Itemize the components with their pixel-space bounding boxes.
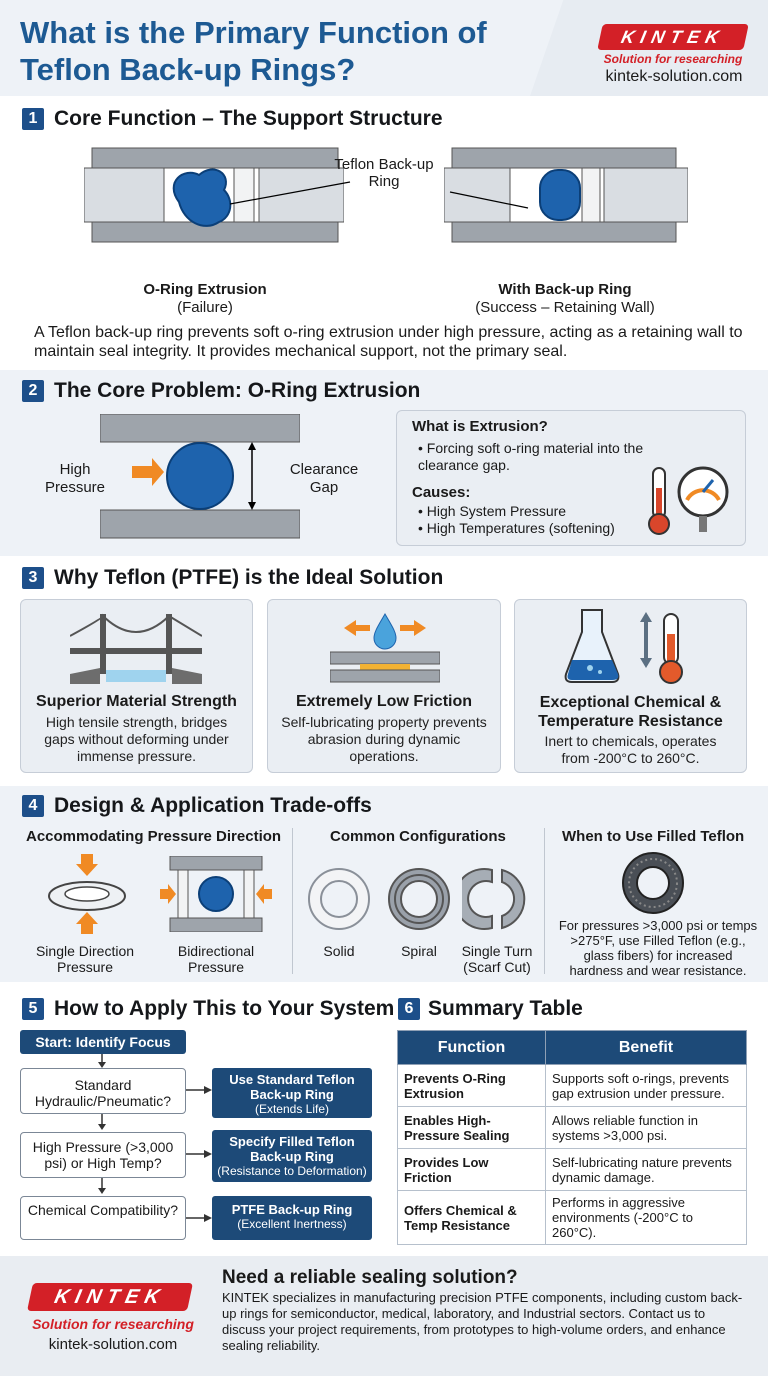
divider xyxy=(544,828,545,974)
callout-lines xyxy=(229,181,529,209)
direction-label: Single Direction Pressure xyxy=(35,943,135,975)
section-number: 6 xyxy=(398,998,420,1020)
feature-text: Inert to chemicals, operates from -200°C… xyxy=(544,733,717,766)
table-cell: Self-lubricating nature prevents dynamic… xyxy=(545,1148,747,1191)
column-title: Common Configurations xyxy=(330,828,506,845)
config-label: Single Turn (Scarf Cut) xyxy=(461,943,533,975)
table-row: Offers Chemical & Temp Resistance Perfor… xyxy=(397,1190,747,1245)
spiral-ring-icon xyxy=(388,868,450,930)
table-row: Prevents O-Ring Extrusion Supports soft … xyxy=(397,1064,747,1107)
flow-answer-sub: (Extends Life) xyxy=(254,1102,330,1116)
config-label: Solid xyxy=(323,943,355,959)
table-cell: Supports soft o-rings, prevents gap extr… xyxy=(545,1064,747,1107)
flask-thermometer-icon xyxy=(564,609,683,684)
single-direction-icon xyxy=(48,854,126,934)
section-title: Core Function – The Support Structure xyxy=(54,107,443,130)
section-number: 2 xyxy=(22,380,44,402)
callout-label: Teflon Back-up Ring xyxy=(334,156,434,190)
flow-answer: Use Standard Teflon Back-up Ring (Extend… xyxy=(212,1068,372,1118)
high-pressure-label: High Pressure xyxy=(44,461,106,496)
filled-teflon-ring-icon xyxy=(622,852,684,914)
table-row: Provides Low Friction Self-lubricating n… xyxy=(397,1148,747,1191)
cta-text: KINTEK specializes in manufacturing prec… xyxy=(222,1290,743,1353)
flow-question: High Pressure (>3,000 psi) or High Temp? xyxy=(20,1132,186,1178)
config-label: Spiral xyxy=(401,943,437,959)
feature-card-chemical xyxy=(514,599,747,773)
website-link[interactable]: kintek-solution.com xyxy=(605,68,743,85)
flow-connectors xyxy=(98,1054,212,1222)
table-cell: Provides Low Friction xyxy=(397,1148,546,1191)
backup-ring-diagram xyxy=(444,147,688,243)
causes-title: Causes: xyxy=(412,484,471,501)
flow-answer: Specify Filled Teflon Back-up Ring (Resi… xyxy=(212,1130,372,1182)
what-is-extrusion-text: • Forcing soft o-ring material into the … xyxy=(418,440,644,473)
logo-tagline: Solution for researching xyxy=(32,1316,194,1332)
flow-question: Standard Hydraulic/Pneumatic? xyxy=(20,1068,186,1114)
section-title: Summary Table xyxy=(428,997,583,1020)
column-title: Accommodating Pressure Direction xyxy=(26,828,282,845)
what-is-extrusion-title: What is Extrusion? xyxy=(412,418,548,435)
flow-answer-sub: (Excellent Inertness) xyxy=(237,1217,347,1231)
cta-title: Need a reliable sealing solution? xyxy=(222,1267,518,1288)
section-summary: A Teflon back-up ring prevents soft o-ri… xyxy=(34,324,743,360)
flow-answer-label: PTFE Back-up Ring xyxy=(231,1202,353,1217)
left-caption-title: O-Ring Extrusion xyxy=(143,281,267,298)
solid-ring-icon xyxy=(308,868,370,930)
flow-start: Start: Identify Focus xyxy=(20,1030,186,1054)
cause-item: • High System Pressure xyxy=(418,503,567,519)
table-header: Benefit xyxy=(545,1030,747,1065)
section-number: 5 xyxy=(22,998,44,1020)
thermometer-gauge-icon xyxy=(648,466,729,535)
table-row: Enables High-Pressure Sealing Allows rel… xyxy=(397,1106,747,1149)
scarf-cut-ring-icon xyxy=(462,868,526,930)
feature-card-strength xyxy=(20,599,253,773)
table-header-row: Function Benefit xyxy=(397,1030,747,1065)
section-title: Design & Application Trade-offs xyxy=(54,794,372,817)
section-title: How to Apply This to Your System xyxy=(54,997,395,1020)
feature-title: Extremely Low Friction xyxy=(295,693,473,710)
feature-text: Self-lubricating property prevents abras… xyxy=(281,714,487,764)
feature-title: Exceptional Chemical & Temperature Resis… xyxy=(538,694,723,730)
feature-text: High tensile strength, bridges gaps with… xyxy=(44,714,229,764)
feature-title: Superior Material Strength xyxy=(36,693,237,710)
flow-question: Chemical Compatibility? xyxy=(20,1196,186,1240)
flow-answer-sub: (Resistance to Deformation) xyxy=(217,1164,367,1178)
cause-item: • High Temperatures (softening) xyxy=(418,520,615,536)
flow-answer: PTFE Back-up Ring (Excellent Inertness) xyxy=(212,1196,372,1240)
section-number: 4 xyxy=(22,795,44,817)
column-title: When to Use Filled Teflon xyxy=(562,828,745,845)
direction-label: Bidirectional Pressure xyxy=(177,943,255,975)
table-cell: Enables High-Pressure Sealing xyxy=(397,1106,546,1149)
section-number: 1 xyxy=(22,108,44,130)
kintek-logo[interactable]: KINTEK xyxy=(597,24,749,50)
right-caption-sub: (Success – Retaining Wall) xyxy=(475,299,655,316)
low-friction-icon xyxy=(330,613,440,683)
divider xyxy=(292,828,293,974)
table-cell: Allows reliable function in systems >3,0… xyxy=(545,1106,747,1149)
section-number: 3 xyxy=(22,567,44,589)
filled-teflon-text: For pressures >3,000 psi or temps >275°F… xyxy=(558,918,758,978)
flow-answer-label: Specify Filled Teflon Back-up Ring xyxy=(229,1134,355,1164)
section-title: The Core Problem: O-Ring Extrusion xyxy=(54,379,421,402)
logo-tagline: Solution for researching xyxy=(603,52,743,66)
table-cell: Offers Chemical & Temp Resistance xyxy=(397,1190,546,1245)
oring-extrusion-diagram xyxy=(84,147,344,243)
section-title: Why Teflon (PTFE) is the Ideal Solution xyxy=(54,566,444,589)
summary-table: Function Benefit Prevents O-Ring Extrusi… xyxy=(397,1030,747,1245)
table-header: Function xyxy=(397,1030,546,1065)
right-caption-title: With Back-up Ring xyxy=(498,281,632,298)
bridge-icon xyxy=(70,613,202,684)
footer xyxy=(0,1256,768,1376)
bidirectional-icon xyxy=(160,856,272,932)
table-cell: Prevents O-Ring Extrusion xyxy=(397,1064,546,1107)
kintek-logo[interactable]: KINTEK xyxy=(27,1283,193,1311)
clearance-gap-label: Clearance Gap xyxy=(289,461,359,496)
website-link[interactable]: kintek-solution.com xyxy=(48,1336,178,1353)
extrusion-gap-diagram xyxy=(100,414,300,539)
page-title: What is the Primary Function of Teflon B… xyxy=(20,15,487,87)
flow-answer-label: Use Standard Teflon Back-up Ring xyxy=(229,1072,355,1102)
left-caption-sub: (Failure) xyxy=(177,299,233,316)
table-cell: Performs in aggressive environments (-20… xyxy=(545,1190,747,1245)
